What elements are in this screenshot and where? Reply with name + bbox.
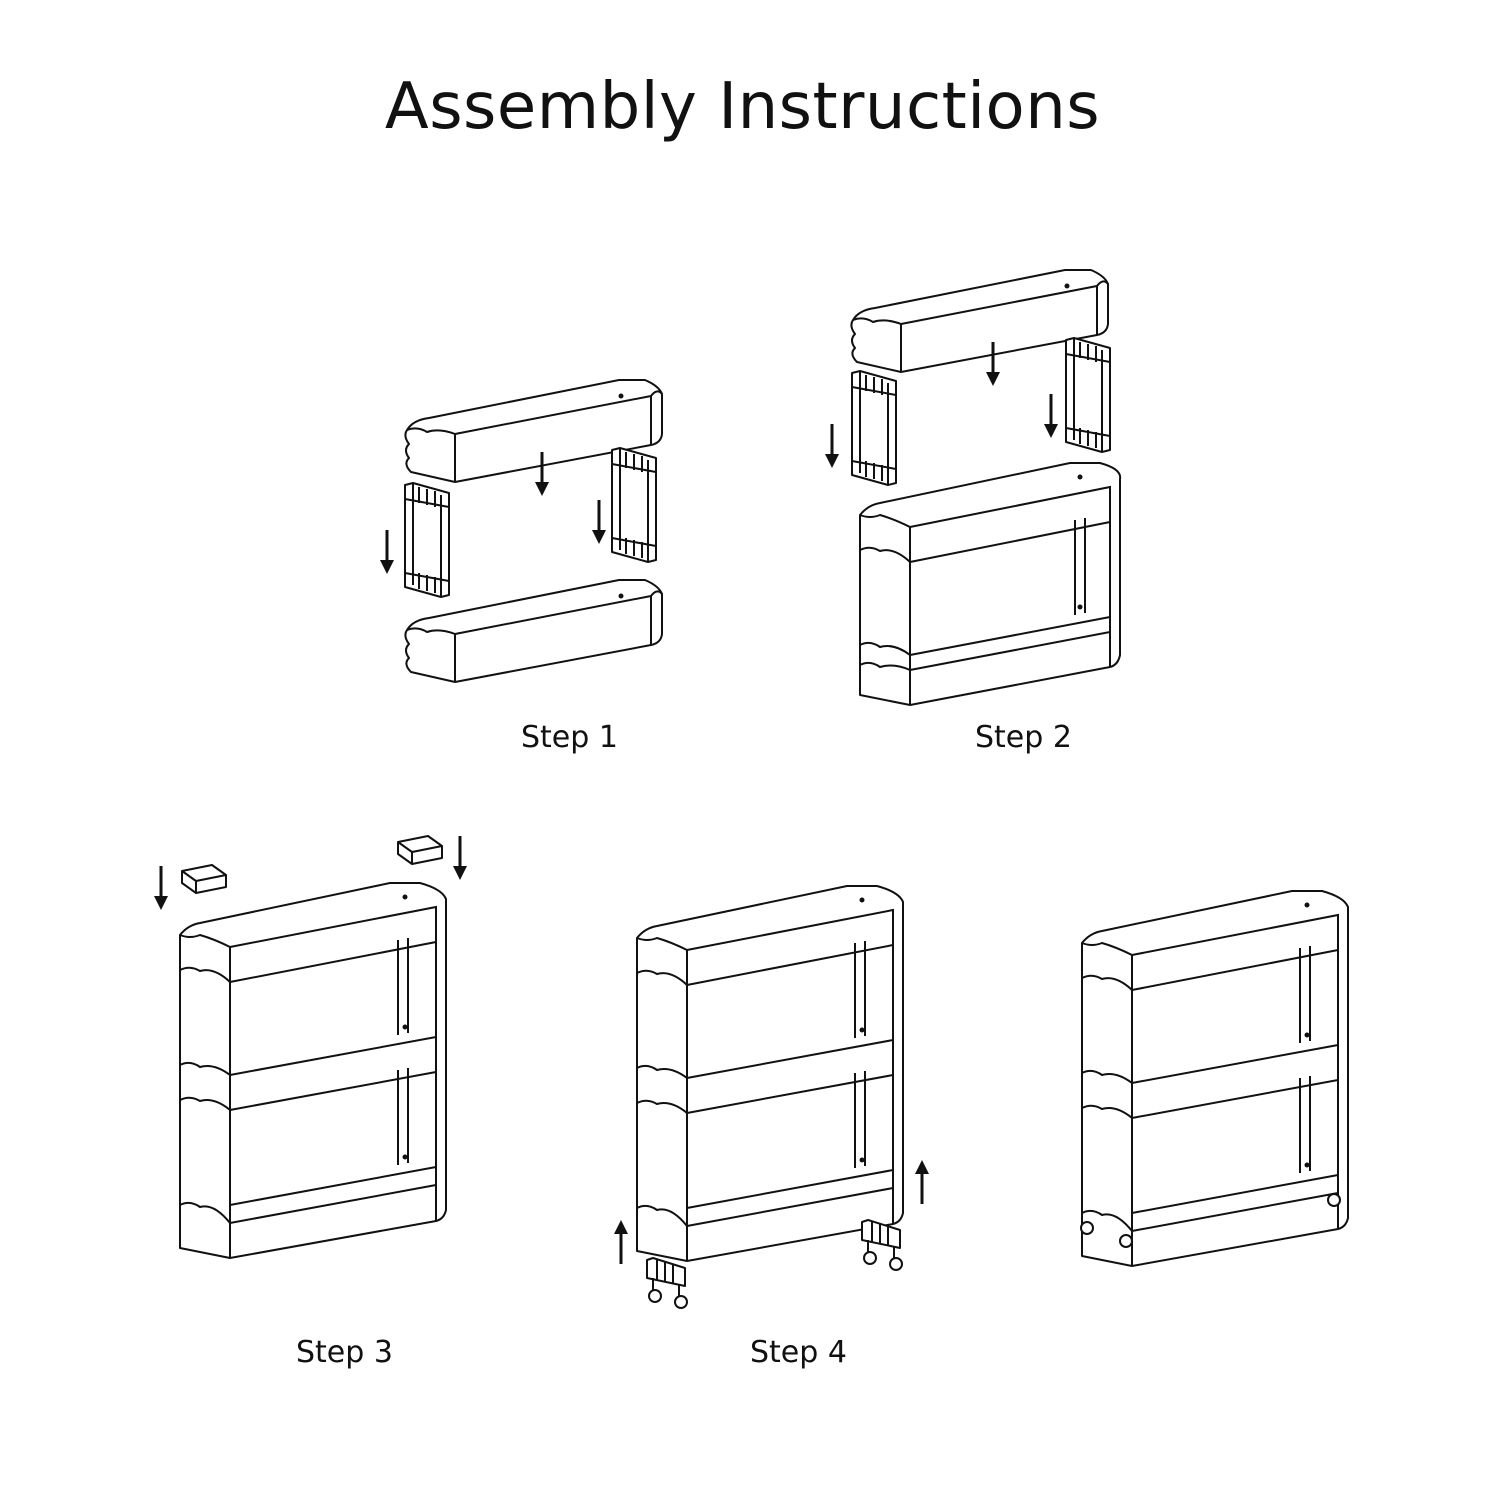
three-tier-rack	[1081, 890, 1349, 1267]
arrow-down-icon	[590, 498, 608, 546]
arrow-up-icon	[913, 1158, 931, 1206]
wheel	[1327, 1193, 1341, 1207]
three-tier-rack	[179, 882, 447, 1259]
left-connector	[404, 482, 450, 598]
right-connector	[1065, 337, 1111, 453]
arrow-down-icon	[378, 528, 396, 576]
step-1-illustration	[378, 379, 663, 683]
wheel	[1080, 1221, 1094, 1235]
arrow-down-icon	[152, 864, 170, 912]
assembled-rack-illustration	[1080, 890, 1349, 1267]
three-tier-rack	[636, 885, 904, 1262]
step-2-illustration	[823, 269, 1122, 706]
arrow-up-icon	[612, 1218, 630, 1266]
step-4-illustration	[612, 885, 931, 1309]
arrow-down-icon	[451, 834, 469, 882]
wheel	[1119, 1234, 1133, 1248]
arrow-down-icon	[1042, 392, 1060, 440]
arrow-down-icon	[823, 422, 841, 470]
right-connector	[611, 447, 657, 563]
wheel-caster	[646, 1257, 688, 1309]
step-3-label: Step 3	[296, 1335, 393, 1370]
left-connector	[851, 370, 897, 486]
step-3-illustration	[152, 834, 469, 1259]
step-4-label: Step 4	[750, 1335, 847, 1370]
partial-rack	[859, 462, 1122, 706]
page-title: Assembly Instructions	[384, 70, 1101, 144]
wheel-caster	[861, 1219, 903, 1271]
top-cap	[181, 864, 227, 894]
top-cap	[397, 835, 443, 865]
step-1-label: Step 1	[521, 720, 618, 755]
step-2-label: Step 2	[975, 720, 1072, 755]
